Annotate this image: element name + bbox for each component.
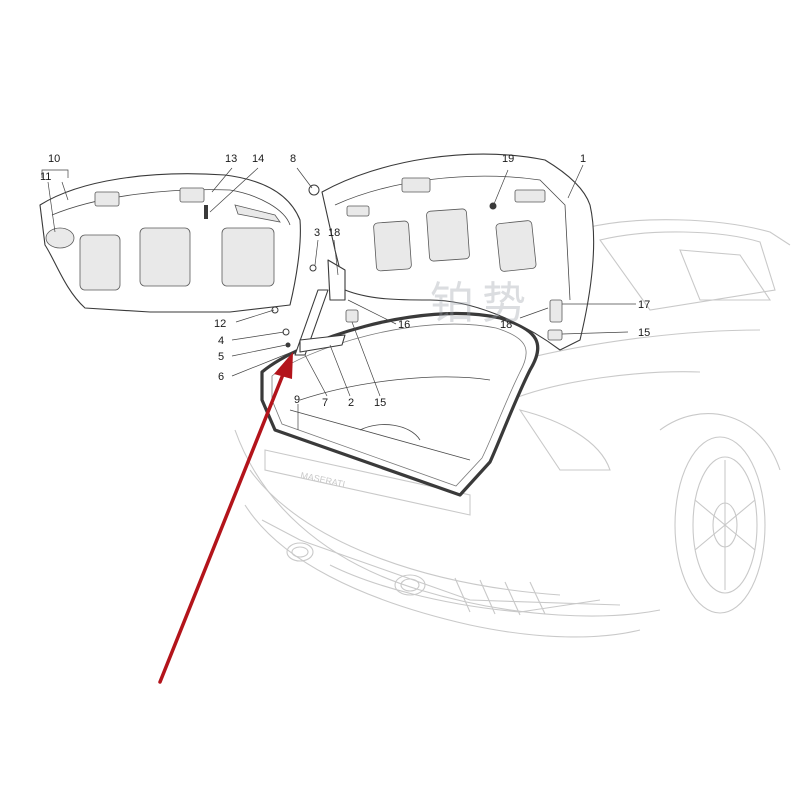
callout-7: 7 [322,397,328,409]
callout-15-right: 15 [638,327,650,339]
trunk-lid-mounted [308,153,595,351]
callout-3: 3 [314,227,320,239]
callout-19: 19 [502,153,514,165]
callout-1: 1 [580,153,586,165]
callout-10: 10 [48,153,60,165]
callout-4: 4 [218,335,224,347]
callout-6: 6 [218,371,224,383]
watermark-text: 铂势 [430,278,534,329]
callout-2: 2 [348,397,354,409]
inner-trim-panel [39,173,301,314]
callout-15-left: 15 [374,397,386,409]
callout-17: 17 [638,299,650,311]
callout-14: 14 [252,153,264,165]
callout-13: 13 [225,153,237,165]
callout-18-left: 18 [328,227,340,239]
callout-12: 12 [214,318,226,330]
hinge-strut-assembly [282,259,359,356]
callout-16: 16 [398,319,410,331]
callout-labels: 10 11 13 14 12 8 3 18 4 5 6 9 7 2 15 16 … [40,153,650,409]
callout-18-right: 18 [500,319,512,331]
trunk-opening-seal [260,311,540,497]
callout-5: 5 [218,351,224,363]
callout-8: 8 [290,153,296,165]
callout-11: 11 [40,171,51,183]
leader-lines [41,164,636,430]
svg-text:MASERATI: MASERATI [300,470,346,489]
red-pointer-arrow [158,352,293,684]
callout-9: 9 [294,394,300,406]
